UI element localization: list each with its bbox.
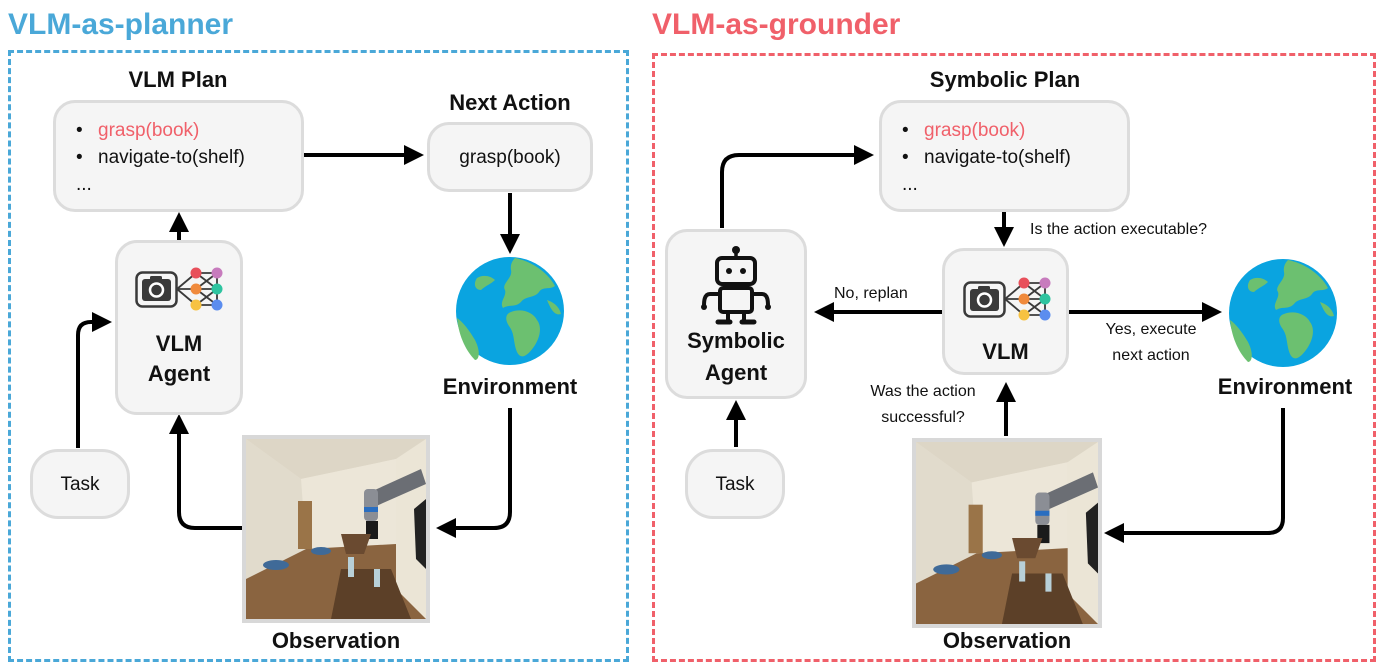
planner-plan-box: •grasp(book) •navigate-to(shelf) ... bbox=[53, 100, 304, 212]
bullet: • bbox=[902, 147, 909, 168]
vlm-label: VLM bbox=[982, 339, 1029, 364]
arrow-task-to-agent bbox=[76, 312, 112, 448]
grounder-observation-image bbox=[912, 438, 1102, 628]
globe-icon bbox=[1229, 259, 1337, 367]
plan-item: ... bbox=[76, 174, 92, 195]
task-label: Task bbox=[60, 474, 100, 495]
vlm-agent-label-line1: VLM bbox=[155, 331, 203, 356]
grounder-frame bbox=[652, 53, 1376, 662]
next-action-box: grasp(book) bbox=[427, 122, 593, 192]
edge-label-executable: Is the action executable? bbox=[1030, 221, 1208, 238]
symbolic-agent-label-line2: Agent bbox=[704, 360, 768, 385]
planner-frame bbox=[8, 50, 629, 662]
grounder-title: VLM-as-grounder bbox=[652, 8, 901, 41]
symbolic-agent-label-line1: Symbolic bbox=[687, 328, 785, 353]
bullet: • bbox=[76, 147, 83, 168]
planner-environment-label: Environment bbox=[442, 374, 578, 399]
arrow-environment-to-observation bbox=[436, 408, 512, 538]
bullet: • bbox=[902, 120, 909, 141]
planner-title: VLM-as-planner bbox=[8, 8, 234, 41]
symbolic-agent-box: Symbolic Agent bbox=[665, 229, 807, 399]
planner-observation-label: Observation bbox=[271, 628, 401, 653]
edge-label-success-line2: successful? bbox=[881, 409, 965, 426]
planner-task-box: Task bbox=[30, 449, 130, 519]
task-label: Task bbox=[715, 474, 755, 495]
vlm-agent-box: VLM Agent bbox=[115, 240, 243, 415]
next-action-text: grasp(book) bbox=[459, 147, 561, 168]
edge-label-success-line1: Was the action bbox=[870, 383, 976, 400]
grounder-plan-heading: Symbolic Plan bbox=[929, 67, 1081, 92]
plan-item: •grasp(book) bbox=[76, 117, 245, 144]
arrow-environment-to-observation bbox=[1104, 408, 1285, 543]
grounder-environment-label: Environment bbox=[1217, 374, 1353, 399]
next-action-heading: Next Action bbox=[449, 90, 571, 115]
edge-label-no-replan: No, replan bbox=[834, 285, 908, 302]
robot-icon bbox=[700, 246, 772, 326]
grounder-plan-list: •grasp(book) •navigate-to(shelf) ... bbox=[902, 117, 1071, 198]
plan-item: •grasp(book) bbox=[902, 117, 1071, 144]
vlm-agent-label-line2: Agent bbox=[147, 361, 211, 386]
planner-plan-heading: VLM Plan bbox=[128, 67, 228, 92]
grounder-observation-label: Observation bbox=[942, 628, 1072, 653]
plan-item: •navigate-to(shelf) bbox=[76, 144, 245, 171]
grounder-plan-box: •grasp(book) •navigate-to(shelf) ... bbox=[879, 100, 1130, 212]
arrow-observation-to-agent bbox=[169, 414, 242, 530]
plan-item: ... bbox=[902, 174, 918, 195]
planner-observation-image bbox=[242, 435, 430, 623]
edge-label-yes-line1: Yes, execute bbox=[1105, 321, 1197, 338]
grounder-task-box: Task bbox=[685, 449, 785, 519]
vlm-box: VLM bbox=[942, 248, 1069, 375]
plan-item: •navigate-to(shelf) bbox=[902, 144, 1071, 171]
arrow-symbolic-agent-to-plan bbox=[720, 145, 874, 228]
camera-neural-network-icon bbox=[963, 276, 1051, 322]
planner-plan-list: •grasp(book) •navigate-to(shelf) ... bbox=[76, 117, 245, 198]
bullet: • bbox=[76, 120, 83, 141]
robot-arm-room-scene bbox=[916, 442, 1098, 624]
edge-label-yes-line2: next action bbox=[1112, 347, 1190, 364]
